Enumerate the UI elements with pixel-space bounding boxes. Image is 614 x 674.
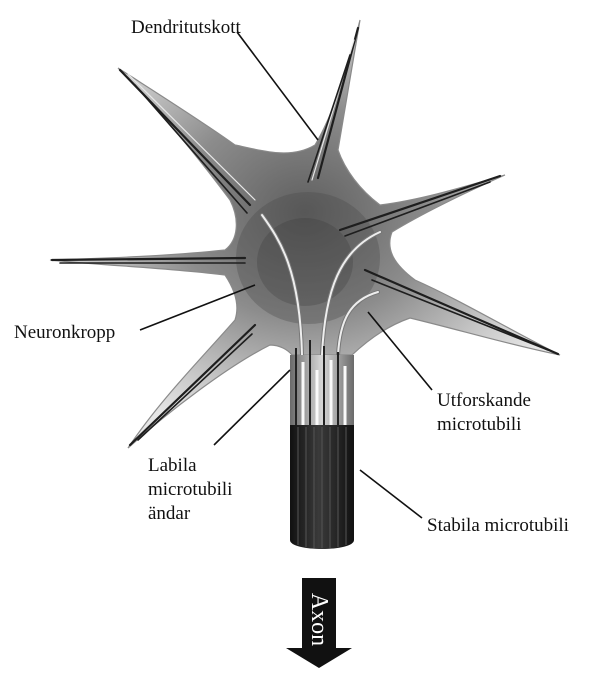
- label-dendrite: Dendritutskott: [131, 16, 241, 40]
- axon-label: Axon: [304, 582, 334, 656]
- label-dendrite-text: Dendritutskott: [131, 17, 241, 38]
- dendrite-microtubule-lowerleft: [130, 325, 255, 445]
- label-exploratory-line1: Utforskande: [437, 389, 531, 413]
- label-neuron-body: Neuronkropp: [14, 321, 115, 345]
- label-labile-line2: microtubili: [148, 478, 232, 502]
- label-stable-text: Stabila microtubili: [427, 515, 569, 536]
- label-labile-microtubule-ends: Labila microtubili ändar: [148, 454, 232, 526]
- leader-line-exploratory: [368, 312, 432, 390]
- leader-line-stable: [360, 470, 422, 518]
- label-labile-line1: Labila: [148, 454, 232, 478]
- leader-line-labile: [214, 370, 290, 445]
- leader-line-dendrite: [237, 32, 318, 140]
- label-stable-microtubules: Stabila microtubili: [427, 514, 569, 538]
- axon-label-text: Axon: [306, 592, 333, 645]
- label-neuron-body-text: Neuronkropp: [14, 322, 115, 343]
- dendrite-microtubule-upperleft: [128, 74, 255, 200]
- label-labile-line3: ändar: [148, 502, 232, 526]
- label-exploratory-line2: microtubili: [437, 413, 531, 437]
- label-exploratory-microtubules: Utforskande microtubili: [437, 389, 531, 437]
